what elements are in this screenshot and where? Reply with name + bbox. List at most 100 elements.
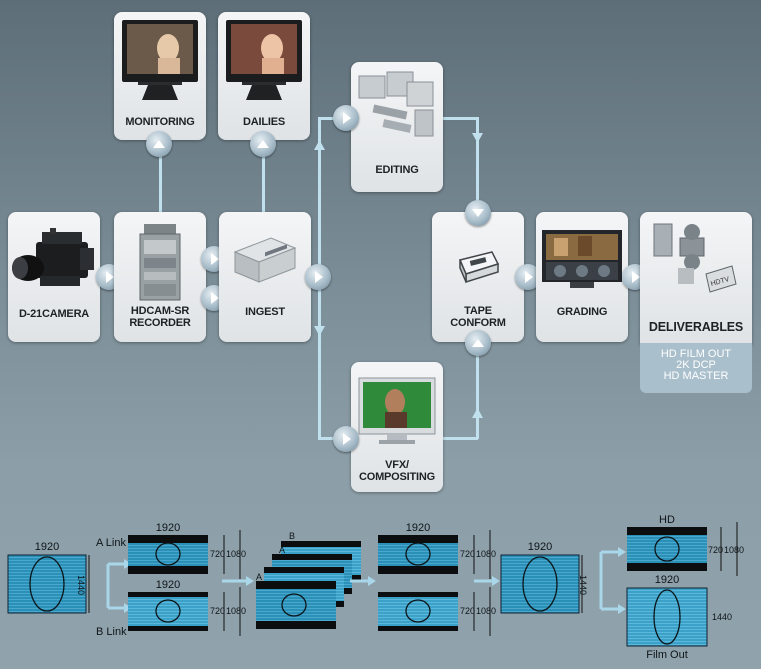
- tape-conform-bottom-button[interactable]: [465, 330, 491, 356]
- hd-frame: [627, 522, 738, 576]
- node-camera[interactable]: D-21CAMERA: [8, 212, 100, 342]
- node-monitoring[interactable]: MONITORING: [114, 12, 206, 140]
- up-arrow-icon: [472, 339, 484, 347]
- node-ingest-label: INGEST: [245, 306, 285, 318]
- mid-bottom-720-label: 720: [460, 606, 476, 616]
- connector-vfx-right: [443, 437, 478, 440]
- node-grading[interactable]: GRADING: [536, 212, 628, 342]
- a-link-720-label: 720: [210, 549, 226, 559]
- node-grading-label: GRADING: [556, 306, 608, 318]
- connector-vfx-up: [476, 343, 479, 439]
- connector-editing-down: [476, 117, 479, 212]
- mid-top-width-label: 1920: [405, 522, 431, 534]
- node-ingest[interactable]: INGEST: [219, 212, 311, 342]
- b-link-frame: [128, 587, 241, 636]
- node-tape-label-2: CONFORM: [450, 317, 506, 329]
- deliverable-item: 2K DCP: [676, 359, 716, 371]
- a-link-width-label: 1920: [155, 522, 181, 534]
- convert-arrow: [474, 576, 500, 586]
- ingest-output-button[interactable]: [305, 264, 331, 290]
- mid-top-frame: [378, 530, 491, 579]
- mid-top-720-label: 720: [460, 549, 476, 559]
- stack-label-a: A: [256, 572, 263, 582]
- down-arrow-icon: [472, 209, 484, 217]
- right-arrow-icon: [106, 271, 114, 283]
- b-link-width-label: 1920: [155, 579, 181, 591]
- converted-height-label: 1440: [578, 575, 588, 596]
- source-frame: [7, 554, 90, 614]
- camera-icon: [12, 228, 94, 286]
- editing-input-button[interactable]: [333, 105, 359, 131]
- node-deliverables[interactable]: HDTV DELIVERABLES: [640, 212, 752, 344]
- right-arrow-icon: [632, 271, 640, 283]
- node-recorder-label-1: HDCAM-SR: [130, 305, 190, 317]
- right-arrow-icon: [525, 271, 533, 283]
- node-recorder[interactable]: HDCAM-SR RECORDER: [114, 212, 206, 342]
- node-vfx-label-1: VFX/: [385, 459, 409, 471]
- merge-arrow: [222, 576, 254, 586]
- mid-top-1080-label: 1080: [476, 549, 497, 559]
- recorder-icon: [139, 224, 181, 301]
- node-tape-conform[interactable]: TAPE CONFORM: [432, 212, 524, 342]
- hd-label: HD: [659, 514, 675, 526]
- film-out-frame: [626, 587, 708, 647]
- node-monitoring-label: MONITORING: [125, 116, 195, 128]
- right-arrow-icon: [343, 433, 351, 445]
- a-link-label: A Link: [96, 537, 126, 549]
- mid-bottom-frame: [378, 587, 491, 636]
- mid-bottom-1080-label: 1080: [476, 606, 497, 616]
- output-split-arrows: [599, 547, 626, 614]
- right-arrow-icon: [315, 271, 323, 283]
- film-out-width-label: 1920: [654, 574, 680, 586]
- converted-frame: [500, 554, 583, 614]
- connector-monitoring: [159, 150, 162, 212]
- deliverables-icon: HDTV: [653, 223, 737, 293]
- right-arrow-icon: [343, 112, 351, 124]
- grading-monitor-icon: [542, 230, 622, 288]
- film-out-label: Film Out: [646, 649, 688, 661]
- hd-720-label: 720: [708, 545, 724, 555]
- node-dailies[interactable]: DAILIES: [218, 12, 310, 140]
- right-arrow-icon: [211, 253, 219, 265]
- stack-arrow: [350, 576, 376, 586]
- node-dailies-label: DAILIES: [243, 116, 285, 128]
- ingest-deck-icon: [233, 237, 297, 283]
- node-tape-label-1: TAPE: [464, 305, 492, 317]
- vfx-monitor-icon: [358, 377, 436, 444]
- connector-editing-right: [443, 117, 478, 120]
- source-height-label: 1440: [76, 575, 86, 596]
- monitor-icon: [122, 20, 198, 100]
- vfx-input-button[interactable]: [333, 426, 359, 452]
- editing-workstation-icon: [358, 71, 434, 137]
- node-vfx[interactable]: VFX/ COMPOSITING: [351, 362, 443, 492]
- b-link-label: B Link: [96, 626, 127, 638]
- right-arrow-icon: [211, 292, 219, 304]
- film-out-height-label: 1440: [712, 612, 733, 622]
- tape-conform-top-button[interactable]: [465, 200, 491, 226]
- a-link-frame: [128, 530, 241, 579]
- up-arrow-icon: [153, 140, 165, 148]
- stack-label-b: B: [289, 531, 296, 541]
- a-link-1080-label: 1080: [226, 549, 247, 559]
- node-recorder-label-2: RECORDER: [129, 317, 191, 329]
- dailies-up-button[interactable]: [250, 131, 276, 157]
- deliverable-item: HD MASTER: [663, 370, 729, 382]
- node-editing[interactable]: EDITING: [351, 62, 443, 192]
- node-editing-label: EDITING: [375, 164, 419, 176]
- hd-1080-label: 1080: [724, 545, 745, 555]
- converted-width-label: 1920: [527, 541, 553, 553]
- monitor-icon: [226, 20, 302, 100]
- connector-dailies: [262, 150, 265, 212]
- deliverables-list: HD FILM OUT 2K DCP HD MASTER: [640, 343, 752, 393]
- monitoring-up-button[interactable]: [146, 131, 172, 157]
- deliverable-item: HD FILM OUT: [660, 348, 732, 360]
- stacked-frames: [256, 541, 361, 629]
- up-arrow-icon: [257, 140, 269, 148]
- node-camera-label: D-21CAMERA: [18, 308, 90, 320]
- node-deliverables-label: DELIVERABLES: [648, 320, 744, 334]
- tape-icon: [458, 251, 500, 284]
- b-link-1080-label: 1080: [226, 606, 247, 616]
- stack-label-a: A: [279, 545, 286, 555]
